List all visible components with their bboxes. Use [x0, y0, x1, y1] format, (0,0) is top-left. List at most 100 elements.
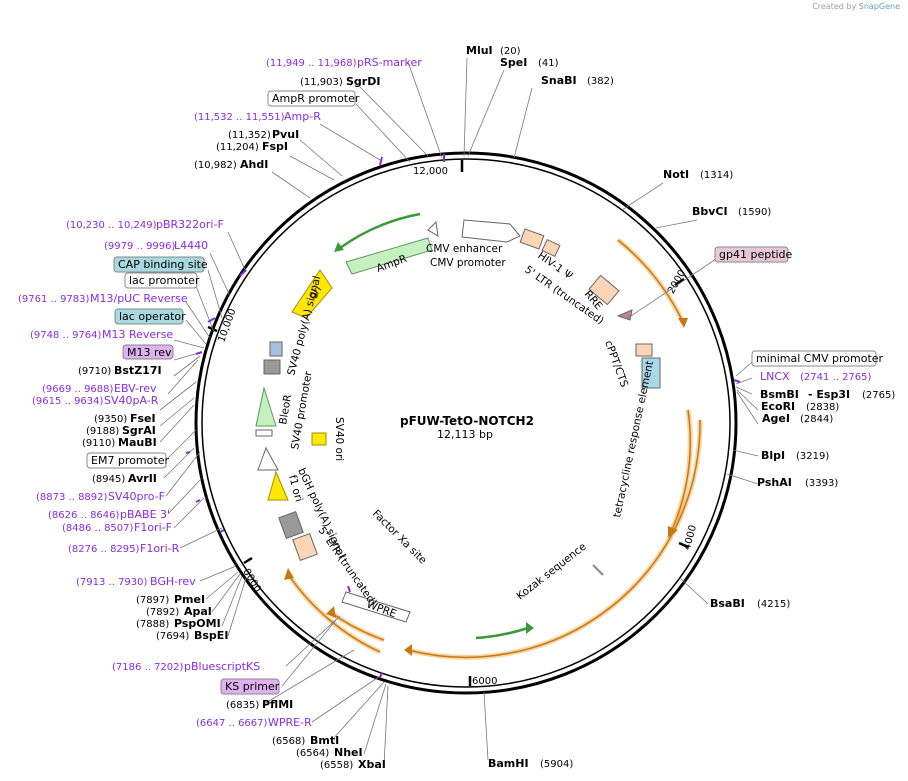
site-bbvci: BbvCI	[692, 205, 728, 218]
plasmid-length: 12,113 bp	[437, 428, 493, 441]
tick-label-6000: 6000	[472, 676, 497, 687]
primer-prs-marker: pRS-marker	[357, 56, 422, 69]
site-sgrai: SgrAI	[122, 424, 156, 437]
min-cmv-label: minimal CMV promoter	[756, 352, 884, 365]
site-noti-pos: (1314)	[700, 170, 733, 181]
primer-bgh-rev: BGH-rev	[150, 575, 196, 588]
primer-sv40pa-pos: (9615 .. 9634)	[32, 396, 104, 407]
site-ecori: EcoRI	[761, 400, 795, 413]
label-sv40-promoter: SV40 promoter	[289, 370, 315, 451]
em7-promoter-label: EM7 promoter	[91, 454, 169, 467]
site-noti: NotI	[663, 168, 689, 181]
credit-prefix: Created by	[812, 2, 857, 11]
primer-bgh-rev-pos: (7913 .. 7930)	[76, 577, 148, 588]
label-sv40-ori: SV40 ori	[333, 417, 345, 461]
site-avrii-pos: (8945)	[92, 474, 125, 485]
right-site-labels: MluI (20) SpeI (41) SnaBI (382) NotI (13…	[466, 44, 895, 770]
tick-4000	[678, 541, 689, 549]
site-avrii: AvrII	[128, 472, 157, 485]
ampr-promoter-box	[267, 90, 356, 107]
em7-box	[255, 429, 273, 437]
backbone-outer	[194, 151, 738, 695]
ltr-box	[541, 238, 561, 258]
orf-arcs	[285, 238, 703, 660]
ampr-arrow	[345, 237, 433, 275]
tick-label-2000: 2000	[666, 268, 688, 296]
site-spei-pos: (41)	[538, 58, 559, 69]
site-nhei: NheI	[334, 746, 363, 759]
site-sgrdi-pos: (11,903)	[300, 77, 343, 88]
primer-prs-marker-pos: (11,949 .. 11,968)	[266, 58, 357, 69]
green-orf-bottom	[475, 626, 529, 640]
ori-arrow	[291, 269, 333, 319]
snapgene-credit: Created by SnapGene	[812, 2, 900, 11]
leader-lines	[159, 57, 759, 767]
gp41-peptide-box	[714, 246, 789, 263]
cap-binding-label: CAP binding site	[118, 258, 208, 271]
label-bleor: BleoR	[277, 394, 294, 426]
gp41-arrow	[616, 309, 633, 321]
tre-box	[641, 357, 661, 389]
snapgene-logo: SnapGene	[858, 2, 900, 11]
primer-pbluescript-pos: (7186 .. 7202)	[112, 662, 184, 673]
primer-f1ori-f: F1ori-F	[134, 521, 172, 534]
site-spei: SpeI	[500, 56, 527, 69]
sv40-ori-box	[311, 432, 327, 446]
site-esp3i: - Esp3I	[808, 388, 850, 401]
bgh-polya-box	[278, 510, 304, 540]
primer-f1ori-f-pos: (8486 .. 8507)	[62, 523, 134, 534]
site-mlui: MluI	[466, 44, 493, 57]
site-pspomi: PspOMI	[174, 617, 221, 630]
primer-pbr322ori: pBR322ori-F	[156, 218, 224, 231]
site-blpi-pos: (3219)	[796, 451, 829, 462]
primer-lncx-pos: (2741 .. 2765)	[800, 372, 872, 383]
tick-8000	[243, 556, 253, 565]
site-agei: AgeI	[762, 412, 790, 425]
site-ahdi: AhdI	[240, 158, 268, 171]
label-cmv-enhancer: CMV enhancer	[426, 243, 503, 255]
site-bbvci-pos: (1590)	[738, 207, 771, 218]
site-bmti: BmtI	[310, 734, 339, 747]
site-pspomi-pos: (7888)	[136, 619, 169, 630]
m13-rev-box	[122, 344, 174, 360]
primer-amp-r: Amp-R	[284, 110, 321, 123]
primer-pbabe-pos: (8626 .. 8646)	[48, 510, 120, 521]
rre-box	[588, 274, 620, 306]
site-snabi-pos: (382)	[587, 76, 614, 87]
lac-promoter-label: lac promoter	[129, 274, 200, 287]
primer-ebv-rev: EBV-rev	[114, 382, 157, 395]
site-pflmi: PflMI	[262, 698, 293, 711]
primer-marks	[185, 154, 741, 679]
site-ahdi-pos: (10,982)	[194, 160, 237, 171]
ks-primer-box	[220, 678, 280, 695]
site-esp3i-pos: (2765)	[862, 390, 895, 401]
label-kozak: Kozak sequence	[514, 541, 588, 603]
primer-m13-puc-pos: (9761 .. 9783)	[18, 294, 90, 305]
site-pvui-pos: (11,352)	[228, 130, 271, 141]
primer-lncx: LNCX	[760, 370, 790, 383]
lac-promoter-box	[124, 272, 198, 289]
ampr-promoter-label: AmpR promoter	[272, 92, 360, 105]
primer-m13-reverse: M13 Reverse	[102, 328, 173, 341]
site-fspi: FspI	[262, 140, 288, 153]
primer-sv40pro-pos: (8873 .. 8892)	[36, 492, 108, 503]
primer-l4440-pos: (9979 .. 9996)	[104, 241, 176, 252]
gp41-peptide-label: gp41 peptide	[719, 248, 793, 261]
min-cmv-box	[751, 350, 877, 367]
features	[255, 219, 661, 623]
primer-sv40pa: SV40pA-R	[104, 394, 159, 407]
primer-f1ori-r-pos: (8276 .. 8295)	[68, 544, 140, 555]
tick-label-12000: 12,000	[413, 166, 448, 177]
kozak-mark	[592, 564, 604, 576]
site-bstz17i-pos: (9710)	[78, 366, 111, 377]
label-cmv-promoter: CMV promoter	[430, 257, 506, 269]
sv40-promoter-arrow	[257, 446, 279, 471]
site-bspei: BspEI	[194, 629, 228, 642]
primer-amp-r-pos: (11,532 .. 11,551)	[194, 112, 285, 123]
site-nhei-pos: (6564)	[296, 748, 329, 759]
orf-arc-bottom	[407, 419, 703, 660]
cmv-enhancer-arrow	[461, 219, 521, 243]
hiv-psi-box	[519, 228, 545, 250]
primer-m13-reverse-pos: (9748 .. 9764)	[30, 330, 102, 341]
